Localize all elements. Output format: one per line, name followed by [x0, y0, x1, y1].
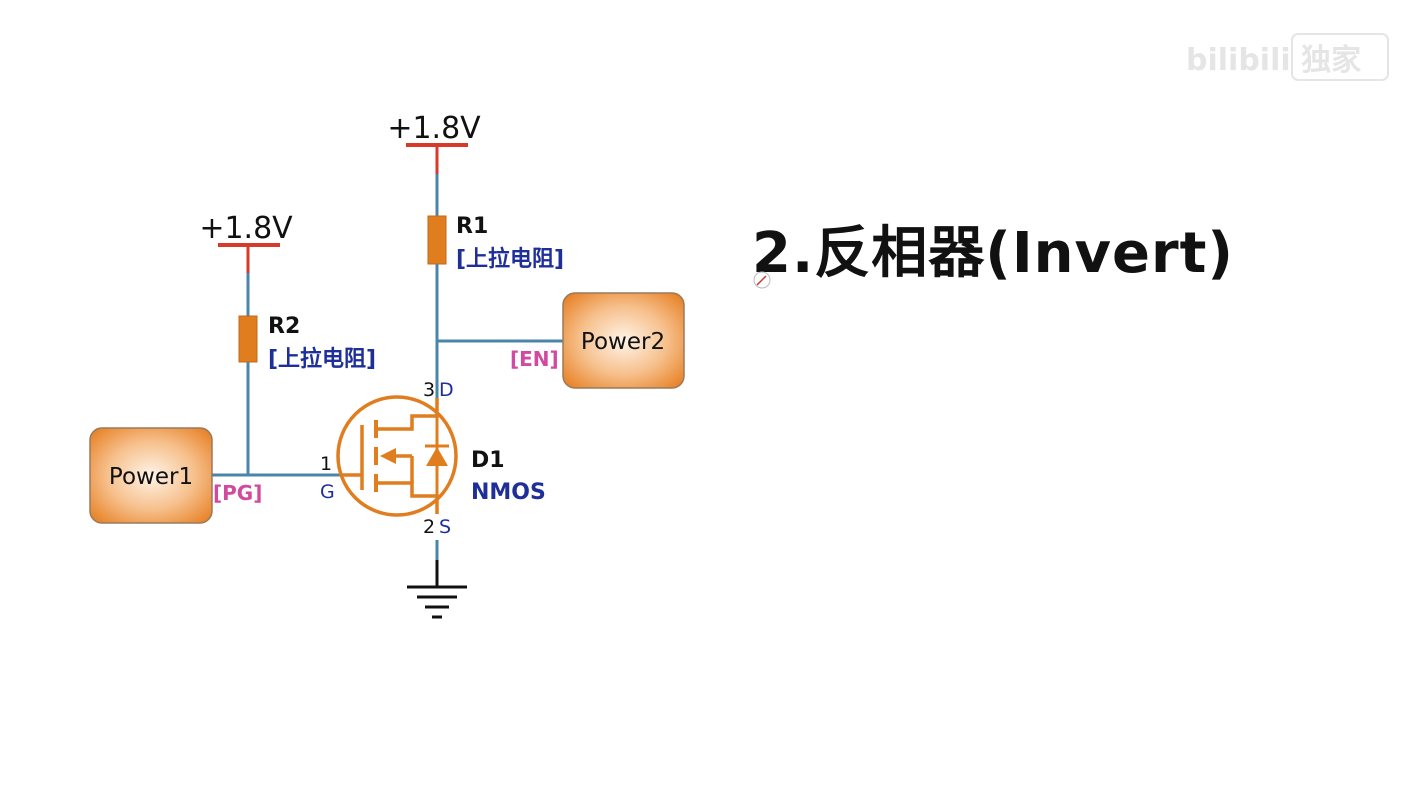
power1-block: Power1 [89, 427, 213, 524]
power2-label: Power2 [581, 329, 665, 355]
r1-branch: R1 [上拉电阻] [427, 174, 564, 398]
pin-gate-number: 1 [320, 453, 332, 475]
pin-drain-number: 3 [423, 379, 435, 401]
nmos-d1 [336, 395, 458, 517]
watermark-text: bilibili 独家 [1186, 43, 1361, 78]
right-rail-label: +1.8V [387, 111, 481, 146]
left-rail-label: +1.8V [199, 211, 293, 246]
pin-drain-name: D [439, 379, 454, 401]
r2-branch: R2 [上拉电阻] [238, 273, 376, 475]
power1-label: Power1 [109, 464, 193, 490]
r1-desc-label: [上拉电阻] [456, 246, 564, 272]
power2-box [562, 292, 685, 389]
left-supply-rail: +1.8V [199, 211, 293, 273]
slide-title: 2.反相器(Invert) [752, 221, 1234, 286]
bilibili-watermark-logo: bilibili 独家 [1186, 33, 1389, 81]
r2-ref-label: R2 [268, 314, 300, 339]
r2-desc-label: [上拉电阻] [268, 346, 376, 372]
nmos-type-label: NMOS [471, 480, 546, 505]
nmos-body-circle [336, 395, 458, 517]
pin-source-number: 2 [423, 516, 435, 538]
ground-symbol [407, 540, 467, 619]
pin-gate-name: G [320, 481, 335, 503]
power2-block: Power2 [562, 292, 685, 389]
net-label-pg: [PG] [213, 481, 262, 505]
pen-cursor-icon [753, 271, 771, 289]
net-label-en: [EN] [510, 347, 559, 371]
r1-ref-label: R1 [456, 214, 488, 239]
r1-resistor-body [427, 215, 447, 265]
nmos-source-path [376, 481, 439, 514]
r2-resistor-body [238, 315, 258, 363]
nmos-diode-triangle [426, 447, 448, 466]
nmos-drain-path [376, 398, 439, 431]
nmos-arrow [380, 448, 396, 464]
pin-source-name: S [439, 516, 451, 538]
right-supply-rail: +1.8V [387, 111, 481, 174]
nmos-ref-label: D1 [471, 448, 505, 473]
